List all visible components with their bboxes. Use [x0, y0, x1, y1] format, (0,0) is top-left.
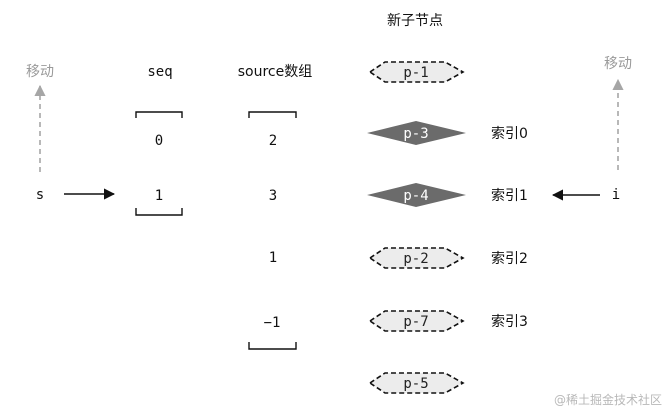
- source-value-3: −1: [264, 315, 281, 331]
- source-bracket-bottom: [248, 342, 297, 350]
- node-label: p-4: [403, 188, 428, 204]
- right-pointer-i: i: [612, 187, 620, 203]
- node-label: p-2: [403, 251, 428, 267]
- left-move-label: 移动: [26, 64, 54, 80]
- index-label-2: 索引2: [491, 250, 528, 267]
- left-pointer-s: s: [36, 187, 44, 203]
- node-p-7: p-7: [368, 310, 465, 332]
- node-p-4: p-4: [367, 183, 466, 207]
- seq-header: seq: [147, 64, 172, 80]
- node-label: p-5: [403, 376, 428, 392]
- seq-bracket-top: [135, 111, 183, 118]
- node-label: p-1: [403, 65, 428, 81]
- node-p-2: p-2: [368, 247, 465, 269]
- index-label-1: 索引1: [491, 187, 528, 204]
- source-bracket-top: [248, 111, 297, 118]
- node-label: p-3: [403, 126, 428, 142]
- diagram-title: 新子节点: [387, 13, 443, 29]
- watermark: @稀土掘金技术社区: [554, 392, 662, 407]
- seq-value-0: 0: [155, 133, 163, 149]
- index-label-0: 索引0: [491, 125, 528, 142]
- right-move-label: 移动: [604, 56, 632, 72]
- node-p-5: p-5: [368, 372, 465, 394]
- node-label: p-7: [403, 314, 428, 330]
- node-p-3: p-3: [367, 121, 466, 145]
- source-value-2: 1: [269, 250, 277, 266]
- node-p-1: p-1: [368, 61, 465, 83]
- source-header: source数组: [238, 64, 313, 80]
- source-value-1: 3: [269, 188, 277, 204]
- source-value-0: 2: [269, 133, 277, 149]
- seq-bracket-bottom: [135, 208, 183, 216]
- seq-value-1: 1: [155, 188, 163, 204]
- index-label-3: 索引3: [491, 313, 528, 330]
